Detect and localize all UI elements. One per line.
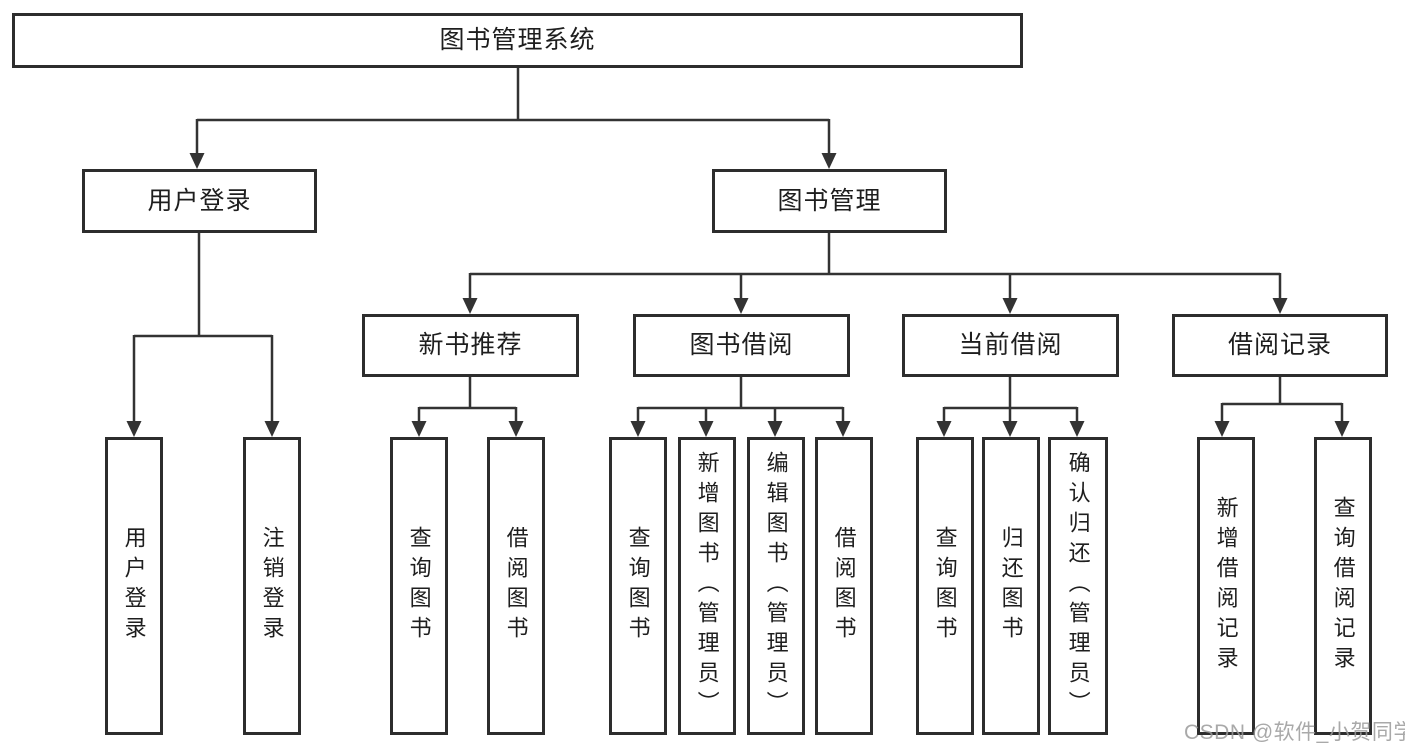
node-label: 新增图书（管理员） bbox=[694, 451, 720, 721]
arrowhead-icon bbox=[835, 421, 851, 437]
arrowhead-icon bbox=[411, 421, 427, 437]
node-label: 借阅图书 bbox=[831, 526, 857, 646]
node-label: 当前借阅 bbox=[958, 331, 1063, 359]
node-label: 图书借阅 bbox=[689, 331, 794, 359]
arrowhead-icon bbox=[1002, 298, 1018, 314]
connector-mgmt-to-level2 bbox=[468, 233, 1282, 300]
arrowhead-icon bbox=[189, 153, 205, 169]
node-label: 借阅图书 bbox=[503, 526, 529, 646]
arrowhead-icon bbox=[767, 421, 783, 437]
arrowhead-icon bbox=[936, 421, 952, 437]
node-label: 图书管理 bbox=[777, 186, 882, 215]
leaf-query-borrow-record: 查询借阅记录 bbox=[1314, 437, 1372, 735]
node-label: 编辑图书（管理员） bbox=[763, 451, 789, 721]
arrowhead-icon bbox=[462, 298, 478, 314]
node-label: 图书管理系统 bbox=[439, 26, 596, 54]
arrowhead-icon bbox=[1334, 421, 1350, 437]
node-new-book-recommend: 新书推荐 bbox=[362, 314, 579, 377]
node-label: 查询借阅记录 bbox=[1330, 496, 1356, 676]
leaf-borrow-book-recommend: 借阅图书 bbox=[487, 437, 545, 735]
connector-rec-to-leaves bbox=[417, 377, 518, 424]
connector-root-to-level1 bbox=[195, 68, 831, 156]
connector-records-to-leaves bbox=[1220, 377, 1344, 424]
arrowhead-icon bbox=[508, 421, 524, 437]
node-label: 查询图书 bbox=[406, 526, 432, 646]
node-label: 确认归还（管理员） bbox=[1065, 451, 1091, 721]
arrowhead-icon bbox=[630, 421, 646, 437]
arrowhead-icon bbox=[264, 421, 280, 437]
leaf-confirm-return-admin: 确认归还（管理员） bbox=[1048, 437, 1108, 735]
node-borrow-records: 借阅记录 bbox=[1172, 314, 1388, 377]
connector-login-to-leaves bbox=[132, 233, 274, 424]
leaf-return-book: 归还图书 bbox=[982, 437, 1040, 735]
node-label: 查询图书 bbox=[932, 526, 958, 646]
leaf-edit-book-admin: 编辑图书（管理员） bbox=[747, 437, 805, 735]
node-label: 新书推荐 bbox=[418, 331, 523, 359]
node-library-management-system: 图书管理系统 bbox=[12, 13, 1023, 68]
connector-current-to-leaves bbox=[942, 377, 1079, 424]
arrowhead-icon bbox=[1002, 421, 1018, 437]
csdn-watermark: CSDN @软件_小贺同学 bbox=[1184, 721, 1405, 744]
node-label: 用户登录 bbox=[147, 186, 252, 215]
node-label: 注销登录 bbox=[259, 526, 285, 646]
arrowhead-icon bbox=[821, 153, 837, 169]
arrowhead-icon bbox=[126, 421, 142, 437]
leaf-query-book-current: 查询图书 bbox=[916, 437, 974, 735]
node-label: 新增借阅记录 bbox=[1213, 496, 1239, 676]
node-label: 借阅记录 bbox=[1227, 331, 1332, 359]
connector-borrow-to-leaves bbox=[636, 377, 845, 424]
arrowhead-icon bbox=[1214, 421, 1230, 437]
arrowhead-icon bbox=[733, 298, 749, 314]
leaf-add-borrow-record: 新增借阅记录 bbox=[1197, 437, 1255, 735]
node-current-borrowing: 当前借阅 bbox=[902, 314, 1119, 377]
leaf-user-login: 用户登录 bbox=[105, 437, 163, 735]
leaf-query-book-borrowing: 查询图书 bbox=[609, 437, 667, 735]
arrowhead-icon bbox=[1069, 421, 1085, 437]
leaf-borrow-book-borrowing: 借阅图书 bbox=[815, 437, 873, 735]
node-label: 查询图书 bbox=[625, 526, 651, 646]
node-label: 归还图书 bbox=[998, 526, 1024, 646]
node-user-login: 用户登录 bbox=[82, 169, 317, 233]
leaf-add-book-admin: 新增图书（管理员） bbox=[678, 437, 736, 735]
node-book-management: 图书管理 bbox=[712, 169, 947, 233]
arrowhead-icon bbox=[698, 421, 714, 437]
arrowhead-icon bbox=[1272, 298, 1288, 314]
leaf-query-book-recommend: 查询图书 bbox=[390, 437, 448, 735]
node-book-borrowing: 图书借阅 bbox=[633, 314, 850, 377]
node-label: 用户登录 bbox=[121, 526, 147, 646]
leaf-logout: 注销登录 bbox=[243, 437, 301, 735]
